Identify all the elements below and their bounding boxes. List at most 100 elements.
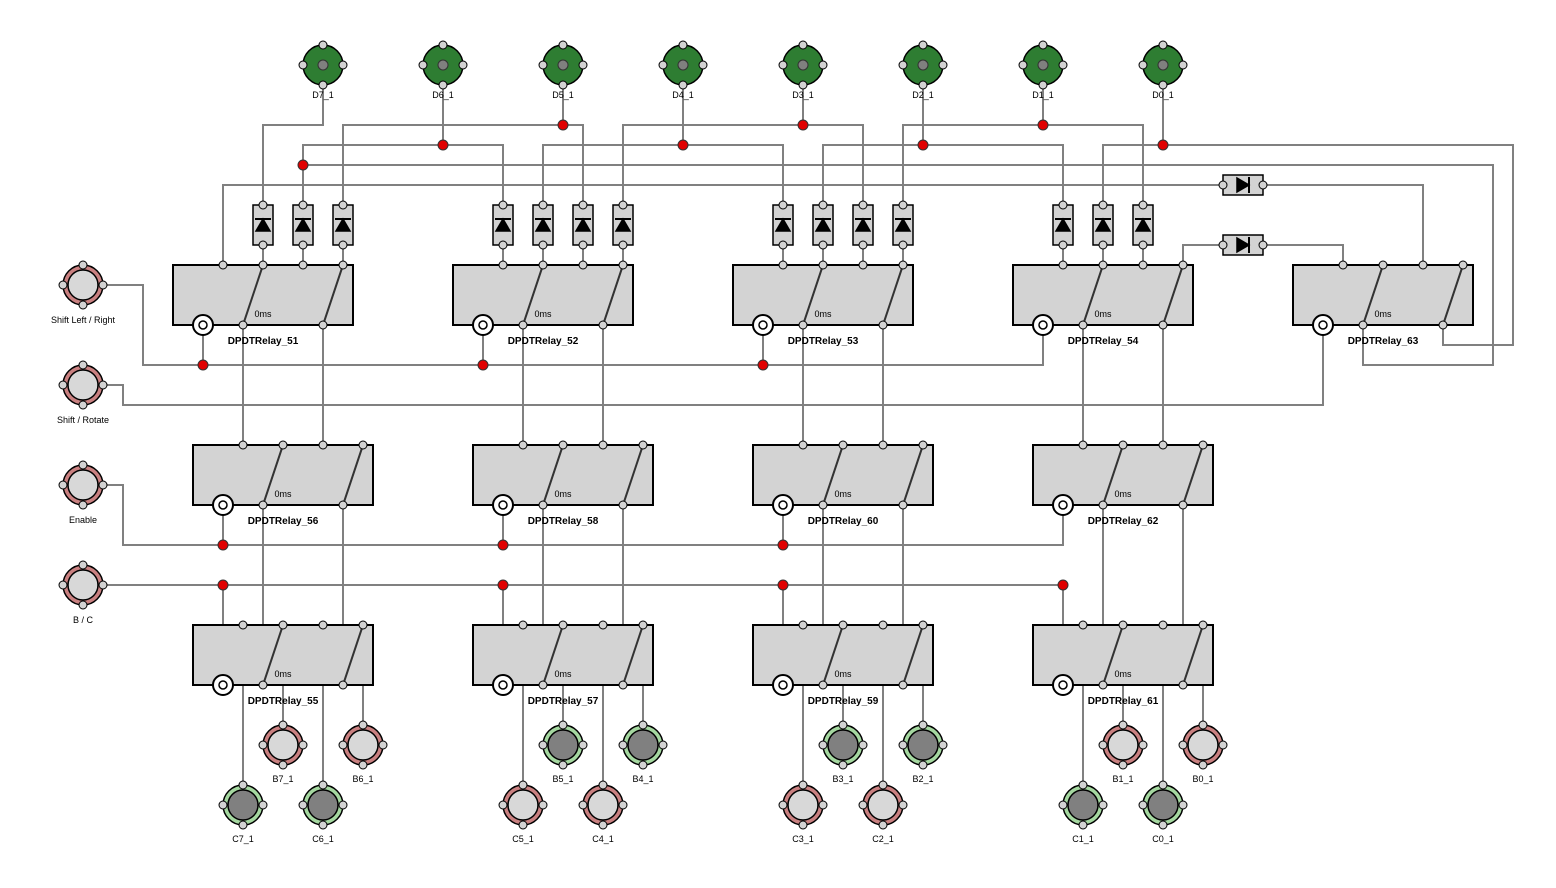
terminal-pin[interactable] (798, 780, 808, 790)
terminal-pin[interactable] (518, 820, 528, 830)
terminal-pin[interactable] (698, 60, 708, 70)
relay-contact[interactable] (1078, 620, 1088, 630)
terminal-pin[interactable] (798, 820, 808, 830)
relay-common-contact[interactable] (518, 320, 528, 330)
diode-pin[interactable] (498, 240, 508, 250)
terminal-pin[interactable] (538, 60, 548, 70)
relay-contact[interactable] (278, 620, 288, 630)
terminal-pin[interactable] (578, 740, 588, 750)
relay-contact[interactable] (1178, 260, 1188, 270)
terminal-pin[interactable] (1038, 40, 1048, 50)
terminal-pin[interactable] (798, 40, 808, 50)
diode-pin[interactable] (338, 200, 348, 210)
terminal-pin[interactable] (258, 740, 268, 750)
terminal-pin[interactable] (1218, 740, 1228, 750)
diode-pin[interactable] (618, 240, 628, 250)
relay-common-contact[interactable] (1158, 320, 1168, 330)
terminal-pin[interactable] (1098, 740, 1108, 750)
relay-contact[interactable] (878, 620, 888, 630)
relay-common-contact[interactable] (258, 680, 268, 690)
terminal-pin[interactable] (778, 60, 788, 70)
terminal-pin[interactable] (1118, 720, 1128, 730)
terminal-pin[interactable] (858, 800, 868, 810)
relay-contact[interactable] (278, 440, 288, 450)
relay-common-contact[interactable] (618, 500, 628, 510)
relay-contact[interactable] (518, 440, 528, 450)
relay-contact[interactable] (1338, 260, 1348, 270)
diode-pin[interactable] (538, 240, 548, 250)
terminal-pin[interactable] (338, 740, 348, 750)
terminal-pin[interactable] (558, 40, 568, 50)
terminal-pin[interactable] (638, 720, 648, 730)
terminal-pin[interactable] (58, 480, 68, 490)
relay-contact[interactable] (518, 620, 528, 630)
terminal-pin[interactable] (438, 40, 448, 50)
terminal-pin[interactable] (598, 820, 608, 830)
terminal-pin[interactable] (818, 740, 828, 750)
input-switch-3[interactable]: B / C (58, 560, 108, 625)
terminal-pin[interactable] (678, 40, 688, 50)
relay-common-contact[interactable] (878, 320, 888, 330)
diode-pin[interactable] (1098, 240, 1108, 250)
terminal-pin[interactable] (878, 820, 888, 830)
terminal-pin[interactable] (898, 740, 908, 750)
terminal-pin[interactable] (558, 80, 568, 90)
terminal-pin[interactable] (318, 80, 328, 90)
terminal-pin[interactable] (558, 760, 568, 770)
relay-common-contact[interactable] (338, 680, 348, 690)
terminal-pin[interactable] (898, 60, 908, 70)
terminal-pin[interactable] (1198, 720, 1208, 730)
relay-contact[interactable] (1418, 260, 1428, 270)
terminal-pin[interactable] (438, 80, 448, 90)
relay-contact[interactable] (358, 620, 368, 630)
relay-common-contact[interactable] (1078, 320, 1088, 330)
relay-contact[interactable] (618, 260, 628, 270)
terminal-pin[interactable] (558, 720, 568, 730)
terminal-pin[interactable] (1078, 820, 1088, 830)
relay-contact[interactable] (338, 260, 348, 270)
relay-contact[interactable] (358, 440, 368, 450)
terminal-pin[interactable] (618, 800, 628, 810)
terminal-pin[interactable] (898, 800, 908, 810)
terminal-pin[interactable] (318, 40, 328, 50)
terminal-pin[interactable] (638, 760, 648, 770)
relay-common-contact[interactable] (798, 320, 808, 330)
diode-pin[interactable] (898, 200, 908, 210)
diode-pin[interactable] (578, 200, 588, 210)
diode-pin[interactable] (338, 240, 348, 250)
relay-contact[interactable] (1118, 440, 1128, 450)
relay-common-contact[interactable] (318, 320, 328, 330)
relay-contact[interactable] (598, 440, 608, 450)
diode-pin[interactable] (1218, 180, 1228, 190)
terminal-pin[interactable] (838, 720, 848, 730)
terminal-pin[interactable] (298, 740, 308, 750)
terminal-pin[interactable] (278, 760, 288, 770)
relay-common-contact[interactable] (1098, 680, 1108, 690)
relay-common-contact[interactable] (1358, 320, 1368, 330)
input-switch-0[interactable]: Shift Left / Right (51, 260, 116, 325)
relay-contact[interactable] (598, 620, 608, 630)
terminal-pin[interactable] (658, 60, 668, 70)
relay-contact[interactable] (1098, 260, 1108, 270)
terminal-pin[interactable] (498, 800, 508, 810)
terminal-pin[interactable] (578, 60, 588, 70)
terminal-pin[interactable] (678, 80, 688, 90)
terminal-pin[interactable] (58, 580, 68, 590)
terminal-pin[interactable] (338, 800, 348, 810)
terminal-pin[interactable] (1098, 800, 1108, 810)
relay-contact[interactable] (1198, 440, 1208, 450)
terminal-pin[interactable] (858, 740, 868, 750)
relay-contact[interactable] (258, 260, 268, 270)
relay-common-contact[interactable] (898, 680, 908, 690)
relay-contact[interactable] (838, 620, 848, 630)
diode-pin[interactable] (538, 200, 548, 210)
terminal-pin[interactable] (818, 60, 828, 70)
terminal-pin[interactable] (78, 560, 88, 570)
